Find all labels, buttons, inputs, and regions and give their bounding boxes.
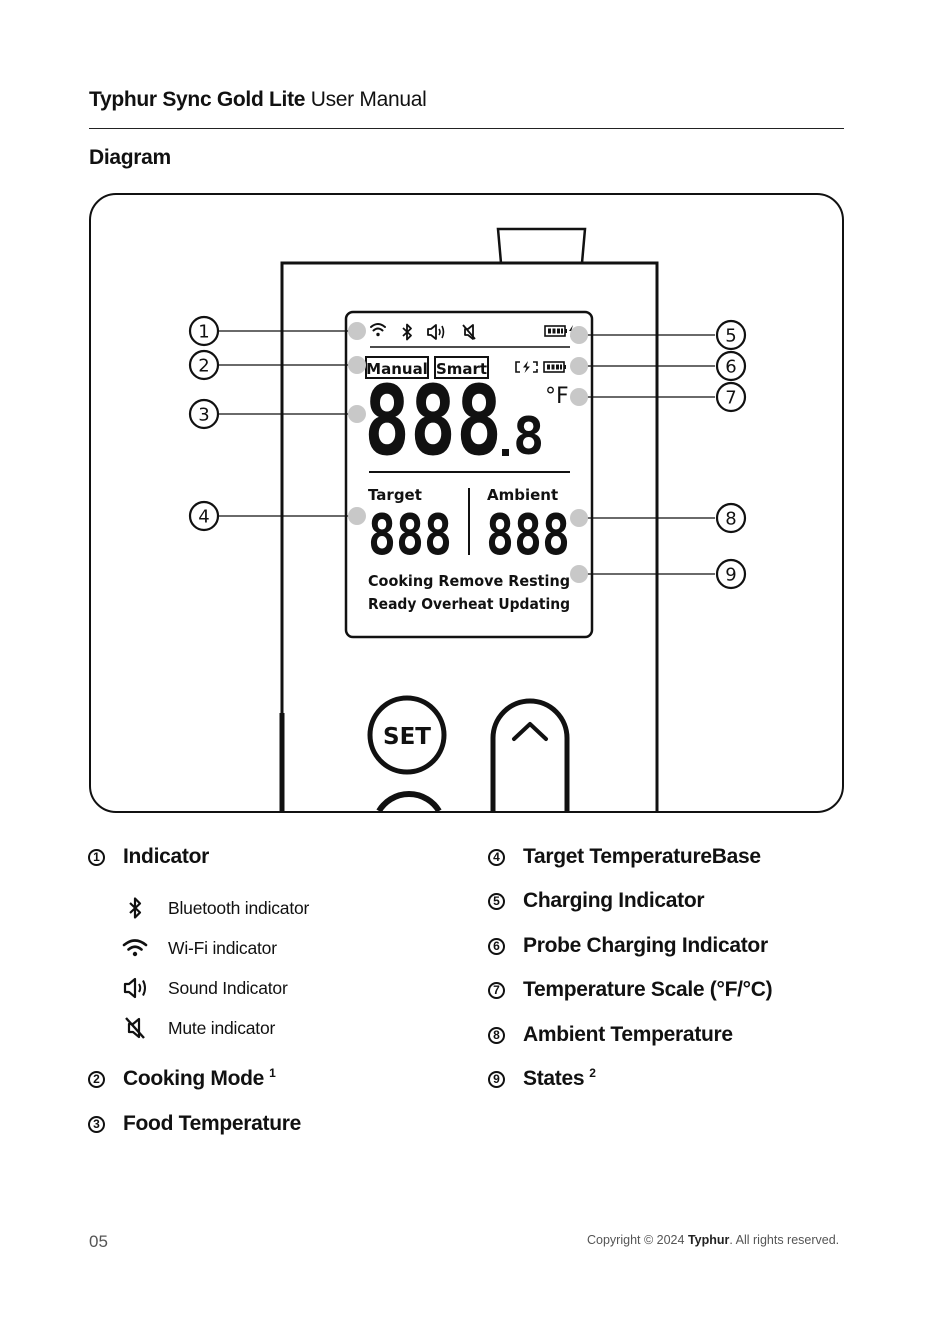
decimal-point [502, 449, 509, 456]
callout-5-num: 5 [725, 326, 736, 347]
product-name: Typhur Sync Gold Lite [89, 88, 306, 111]
callout-1-num: 1 [198, 322, 209, 343]
wifi-icon [370, 323, 386, 337]
section-title: Diagram [89, 146, 171, 169]
sub-item-wifi: Wi-Fi indicator [121, 935, 277, 961]
legend-label: Charging Indicator [523, 889, 705, 912]
callout-7-num: 7 [725, 388, 736, 409]
bluetooth-icon [402, 323, 412, 341]
legend-number: 2 [88, 1070, 105, 1088]
footnote-marker: 1 [269, 1066, 276, 1080]
device-diagram: Manual Smart 888 8 °F Target Ambient 888… [89, 193, 844, 813]
legend-number: 9 [488, 1070, 505, 1088]
sub-item-mute: Mute indicator [121, 1015, 275, 1041]
legend-number: 4 [488, 848, 505, 866]
header-divider [89, 128, 844, 129]
legend-number: 1 [88, 848, 105, 866]
wifi-icon [121, 938, 149, 958]
copyright-prefix: Copyright © 2024 [587, 1233, 685, 1247]
sub-item-sound: Sound Indicator [121, 975, 288, 1001]
legend-number: 8 [488, 1026, 505, 1044]
legend-label: Probe Charging Indicator [523, 934, 768, 957]
legend-number: 5 [488, 892, 505, 910]
legend-item-food-temperature: 3 Food Temperature [88, 1109, 301, 1139]
food-temperature-digits: 888 [364, 365, 502, 477]
ambient-label: Ambient [487, 486, 558, 504]
states-line-2: Ready Overheat Updating [368, 595, 570, 613]
callout-3-num: 3 [198, 405, 209, 426]
callout-3 [188, 398, 220, 430]
legend-number: 7 [488, 981, 505, 999]
smart-mode-label: Smart [436, 360, 487, 378]
states-line-1: Cooking Remove Resting [368, 572, 570, 590]
up-button [490, 698, 570, 811]
callout-1 [188, 315, 220, 347]
footnote-marker: 2 [589, 1066, 596, 1080]
lcd-screen [344, 310, 594, 639]
legend-item-probe-charging: 6 Probe Charging Indicator [488, 931, 768, 961]
legend-label: Food Temperature [123, 1112, 301, 1135]
sub-item-label: Bluetooth indicator [168, 897, 310, 918]
mute-icon [462, 324, 476, 340]
doc-type: User Manual [310, 88, 427, 111]
target-label: Target [368, 486, 422, 504]
set-button-label: SET [383, 724, 431, 750]
target-temperature-digits: 888 [368, 503, 452, 568]
callout-9 [715, 558, 747, 590]
manual-mode-box [365, 356, 429, 379]
legend-item-target-temperature: 4 Target TemperatureBase [488, 842, 761, 872]
legend-label: Temperature Scale (°F/°C) [523, 978, 773, 1001]
callout-4-num: 4 [198, 507, 209, 528]
mute-icon [121, 1015, 149, 1041]
callout-6 [715, 350, 747, 382]
device-clip [496, 227, 587, 264]
sub-item-label: Sound Indicator [168, 977, 288, 998]
food-temperature-decimal: 8 [513, 407, 544, 467]
callout-7 [715, 381, 747, 413]
legend-label: States [523, 1067, 585, 1090]
legend-item-temperature-scale: 7 Temperature Scale (°F/°C) [488, 975, 773, 1005]
legend-item-states: 9 States 2 [488, 1064, 596, 1094]
up-arrow-icon [512, 722, 548, 741]
manual-mode-label: Manual [366, 360, 428, 378]
legend-number: 3 [88, 1115, 105, 1133]
set-button: SET [367, 695, 447, 775]
callout-9-num: 9 [725, 565, 736, 586]
copyright-suffix: . All rights reserved. [729, 1233, 840, 1247]
legend-item-charging-indicator: 5 Charging Indicator [488, 886, 705, 916]
sub-item-bluetooth: Bluetooth indicator [121, 895, 309, 921]
legend-item-indicator: 1 Indicator [88, 842, 209, 872]
device-body [280, 261, 659, 811]
callout-8 [715, 502, 747, 534]
callout-8-num: 8 [725, 509, 736, 530]
sound-icon [427, 324, 445, 340]
legend-label: Target TemperatureBase [523, 845, 761, 868]
page-number: 05 [89, 1232, 108, 1251]
bluetooth-icon [121, 896, 149, 920]
callout-2-num: 2 [198, 356, 209, 377]
callout-5 [715, 319, 747, 351]
smart-mode-box [434, 356, 489, 379]
callout-4 [188, 500, 220, 532]
legend-label: Indicator [123, 845, 209, 868]
sub-item-label: Mute indicator [168, 1017, 276, 1038]
callout-2 [188, 349, 220, 381]
copyright-brand: Typhur [687, 1233, 730, 1247]
probe-charging-icon [515, 361, 538, 373]
sub-item-label: Wi-Fi indicator [168, 937, 277, 958]
legend-label: Ambient Temperature [523, 1023, 733, 1046]
copyright-notice: Copyright © 2024 Typhur. All rights rese… [587, 1233, 839, 1247]
page-header: Typhur Sync Gold Lite User Manual [89, 88, 427, 112]
legend-item-cooking-mode: 2 Cooking Mode 1 [88, 1064, 276, 1094]
battery-icon [543, 361, 566, 373]
callout-6-num: 6 [725, 357, 736, 378]
legend-item-ambient-temperature: 8 Ambient Temperature [488, 1020, 733, 1050]
legend-label: Cooking Mode [123, 1067, 265, 1090]
temperature-scale-unit: °F [545, 384, 569, 409]
ambient-temperature-digits: 888 [486, 503, 570, 568]
lower-button-edge [376, 791, 442, 813]
sound-icon [121, 977, 149, 999]
legend-number: 6 [488, 937, 505, 955]
